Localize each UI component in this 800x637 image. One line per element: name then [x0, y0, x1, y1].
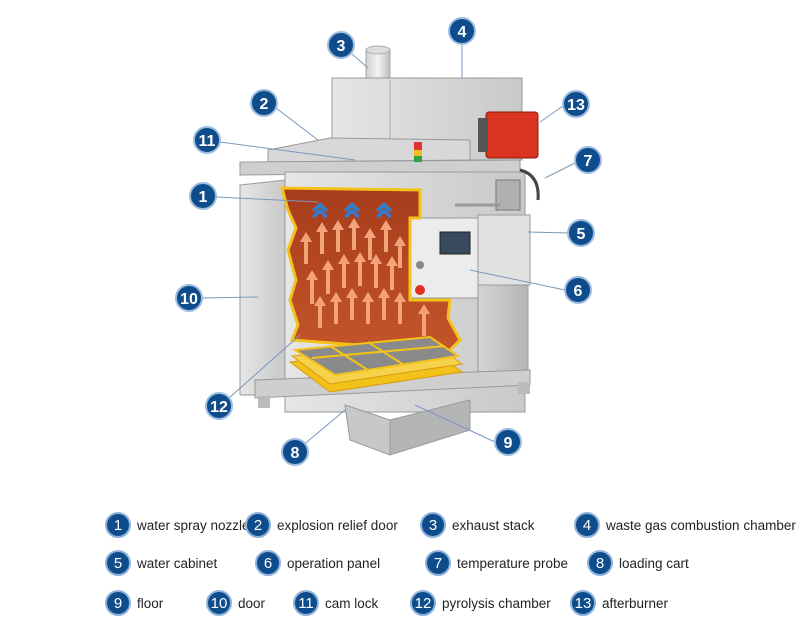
legend-badge: 12 — [410, 590, 436, 616]
water-spray-arrows — [312, 202, 392, 218]
legend-badge: 13 — [570, 590, 596, 616]
legend-badge: 3 — [420, 512, 446, 538]
legend-badge: 8 — [587, 550, 613, 576]
legend-badge: 1 — [105, 512, 131, 538]
callout-5: 5 — [567, 219, 595, 247]
legend-item-pyrolysis-chamber: 12 pyrolysis chamber — [410, 588, 551, 618]
callout-9: 9 — [494, 428, 522, 456]
legend-badge: 7 — [425, 550, 451, 576]
door — [239, 179, 286, 396]
svg-text:3: 3 — [337, 38, 346, 55]
svg-text:5: 5 — [577, 226, 586, 243]
legend: 1 water spray nozzle 2 explosion relief … — [0, 500, 800, 637]
svg-text:8: 8 — [291, 445, 300, 462]
legend-label: water cabinet — [137, 555, 218, 571]
callout-6: 6 — [564, 276, 592, 304]
legend-label: door — [238, 595, 266, 611]
floor-layers — [288, 335, 464, 393]
incinerator-diagram: 1 2 3 4 5 6 7 8 9 10 11 12 13 — [175, 17, 602, 466]
svg-text:2: 2 — [260, 96, 269, 113]
operation-panel — [409, 217, 479, 299]
legend-label: loading cart — [619, 555, 689, 571]
legend-badge: 11 — [293, 590, 319, 616]
callout-badges: 1 2 3 4 5 6 7 8 9 10 11 12 13 — [175, 17, 602, 466]
callout-3: 3 — [327, 31, 355, 59]
legend-item-waste-gas-combustion-chamber: 4 waste gas combustion chamber — [574, 510, 796, 540]
legend-item-cam-lock: 11 cam lock — [293, 588, 378, 618]
legend-item-water-cabinet: 5 water cabinet — [105, 548, 217, 578]
legend-label: temperature probe — [457, 555, 569, 571]
callout-1: 1 — [189, 182, 217, 210]
legend-badge: 2 — [245, 512, 271, 538]
legend-item-water-spray-nozzle: 1 water spray nozzle — [105, 510, 250, 540]
legend-label: waste gas combustion chamber — [606, 517, 796, 533]
water-cabinet-box — [477, 214, 531, 286]
legend-label: operation panel — [287, 555, 381, 571]
legend-item-operation-panel: 6 operation panel — [255, 548, 380, 578]
legend-item-afterburner: 13 afterburner — [570, 588, 668, 618]
legend-label: cam lock — [325, 595, 379, 611]
svg-text:9: 9 — [504, 435, 513, 452]
svg-text:1: 1 — [199, 189, 208, 206]
callout-11: 11 — [193, 126, 221, 154]
callout-7: 7 — [574, 146, 602, 174]
svg-text:11: 11 — [199, 133, 216, 150]
callout-13: 13 — [562, 90, 590, 118]
legend-badge: 6 — [255, 550, 281, 576]
legend-label: water spray nozzle — [137, 517, 250, 533]
legend-item-temperature-probe: 7 temperature probe — [425, 548, 568, 578]
legend-label: exhaust stack — [452, 517, 535, 533]
legend-item-floor: 9 floor — [105, 588, 163, 618]
legend-item-exhaust-stack: 3 exhaust stack — [420, 510, 535, 540]
legend-label: explosion relief door — [277, 517, 398, 533]
legend-item-door: 10 door — [206, 588, 265, 618]
legend-item-loading-cart: 8 loading cart — [587, 548, 689, 578]
callout-10: 10 — [175, 284, 203, 312]
svg-text:13: 13 — [567, 97, 585, 114]
legend-badge: 10 — [206, 590, 232, 616]
legend-badge: 5 — [105, 550, 131, 576]
legend-label: pyrolysis chamber — [442, 595, 551, 611]
callout-12: 12 — [205, 392, 233, 420]
svg-text:7: 7 — [584, 153, 593, 170]
svg-text:10: 10 — [180, 291, 198, 308]
explosion-relief-door — [267, 137, 471, 163]
afterburner — [485, 111, 539, 159]
legend-badge: 4 — [574, 512, 600, 538]
floor — [291, 335, 461, 377]
svg-text:4: 4 — [458, 24, 467, 41]
callout-2: 2 — [250, 89, 278, 117]
svg-text:6: 6 — [574, 283, 583, 300]
legend-item-explosion-relief-door: 2 explosion relief door — [245, 510, 398, 540]
legend-label: floor — [137, 595, 164, 611]
svg-text:12: 12 — [210, 399, 228, 416]
legend-label: afterburner — [602, 595, 669, 611]
leader-lines — [202, 42, 576, 453]
callout-8: 8 — [281, 438, 309, 466]
callout-4: 4 — [448, 17, 476, 45]
heat-flow-arrows — [300, 218, 430, 336]
legend-badge: 9 — [105, 590, 131, 616]
